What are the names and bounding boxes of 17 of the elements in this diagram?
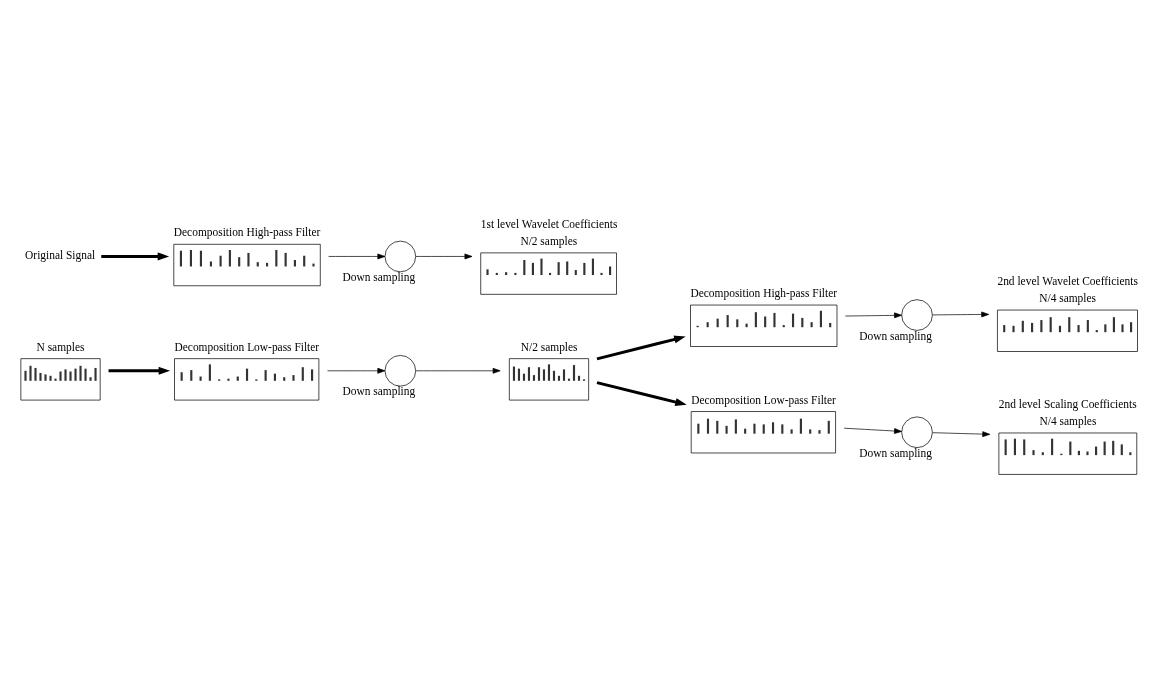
node-label: N/4 samples xyxy=(1039,414,1097,427)
node-label: Decomposition High-pass Filter xyxy=(690,287,838,300)
node-label: 1st level Wavelet Coefficients xyxy=(480,217,618,230)
node-label: Decomposition High-pass Filter xyxy=(173,226,321,239)
node-label: Down sampling xyxy=(859,446,932,459)
node-label: N/4 samples xyxy=(1039,292,1097,305)
node-label: 2nd level Scaling Coefficients xyxy=(998,397,1137,410)
node-label: Down sampling xyxy=(342,270,416,283)
node-label: Decomposition Low-pass Filter xyxy=(691,393,836,406)
node-text: Original Signal xyxy=(25,249,96,262)
node-label: N/2 samples xyxy=(520,340,578,353)
node-label: N/2 samples xyxy=(520,234,578,247)
node-label: N samples xyxy=(36,340,85,353)
node-label: Decomposition Low-pass Filter xyxy=(174,340,320,353)
node-label: Down sampling xyxy=(859,329,932,342)
node-label: 2nd level Wavelet Coefficients xyxy=(997,274,1138,287)
node-label: Down sampling xyxy=(342,385,416,398)
